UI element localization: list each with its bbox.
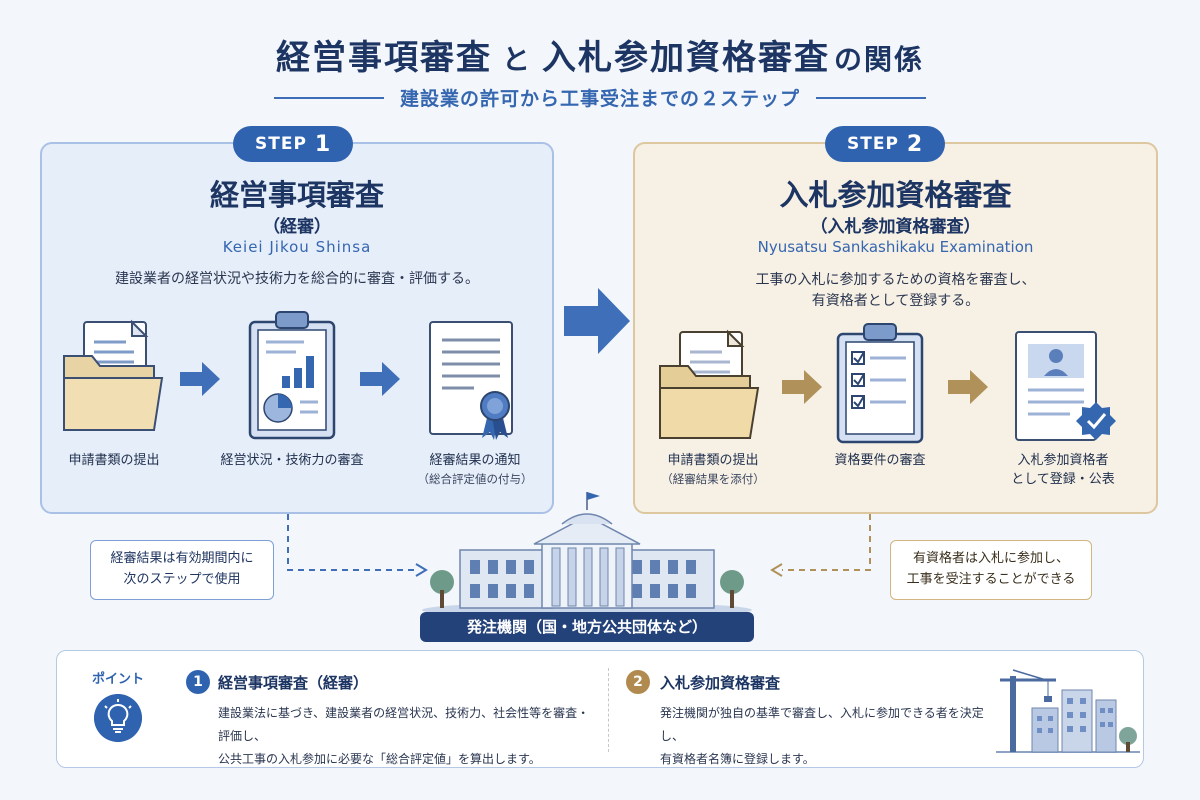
point-2-title: 入札参加資格審査 <box>660 674 781 692</box>
step1-romaji: Keiei Jikou Shinsa <box>222 238 372 256</box>
clipboard-chart-icon <box>248 311 336 440</box>
left-dashed-connector <box>287 514 428 577</box>
step1-flow-1-label: 申請書類の提出 <box>68 453 160 468</box>
step1-description: 建設業者の経営状況や技術力を総合的に審査・評価する。 <box>115 271 479 287</box>
step2-badge: STEP 2 <box>825 126 946 162</box>
point-2-number: 2 <box>626 670 650 694</box>
step2-description: 工事の入札に参加するための資格を審査し、 有資格者として登録する。 <box>633 270 1158 312</box>
step1-arrow-2-icon <box>360 362 400 396</box>
title-part-c: の関係 <box>834 43 925 76</box>
step1-flow-3: 経審結果の通知 （総合評定値の付与） <box>400 452 550 488</box>
agency-label: 発注機関（国・地方公共団体など） <box>420 612 754 642</box>
step2-flow-1-sub: （経審結果を添付） <box>661 471 765 486</box>
page-subtitle: 建設業の許可から工事受注までの２ステップ <box>399 88 800 110</box>
point-2-line1: 発注機関が独自の基準で審査し、入札に参加できる者を決定し、 <box>660 706 984 743</box>
subtitle-rule-left <box>273 96 384 99</box>
left-note: 経審結果は有効期間内に 次のステップで使用 <box>90 540 274 600</box>
step1-badge-text: STEP <box>255 134 307 154</box>
folder-document-icon-2 <box>659 329 760 439</box>
step2-description-line2: 有資格者として登録する。 <box>811 293 980 309</box>
step1-flow-2-label: 経営状況・技術力の審査 <box>220 453 364 468</box>
title-part-b: 入札参加資格審査 <box>542 38 830 78</box>
left-note-line1: 経審結果は有効期間内に <box>110 551 254 566</box>
point-1-number: 1 <box>186 670 210 694</box>
step2-flow-1: 申請書類の提出 （経審結果を添付） <box>648 452 778 488</box>
left-note-line2: 次のステップで使用 <box>123 571 241 587</box>
step2-flow-1-label: 申請書類の提出 <box>667 453 759 468</box>
clipboard-checklist-icon <box>836 323 924 444</box>
step2-description-line1: 工事の入札に参加するための資格を審査し、 <box>755 272 1036 288</box>
subtitle-row: 建設業の許可から工事受注までの２ステップ <box>0 84 1200 111</box>
right-note: 有資格者は入札に参加し、 工事を受注することができる <box>890 540 1092 600</box>
step2-arrow-2-icon <box>948 370 988 404</box>
step-transition-arrow-icon <box>564 288 630 354</box>
point-2-text: 発注機関が独自の基準で審査し、入札に参加できる者を決定し、 有資格者名簿に登録し… <box>660 702 990 770</box>
step1-flow-3-sub: （総合評定値の付与） <box>417 471 533 486</box>
lightbulb-icon <box>94 694 142 742</box>
points-divider <box>608 668 609 752</box>
points-label: ポイント <box>92 672 145 687</box>
points-box <box>56 650 1144 768</box>
step2-badge-text: STEP <box>847 134 899 154</box>
step2-flow-2-label: 資格要件の審査 <box>834 453 926 468</box>
right-note-line2: 工事を受注することができる <box>906 571 1076 587</box>
step2-flow-3: 入札参加資格者 として登録・公表 <box>990 452 1136 490</box>
right-note-line1: 有資格者は入札に参加し、 <box>912 551 1069 566</box>
step2-flow-3-label: 入札参加資格者 <box>1017 453 1109 468</box>
folder-document-icon <box>63 319 164 431</box>
step2-badge-num: 2 <box>906 131 924 157</box>
construction-crane-icon <box>996 669 1140 753</box>
point-1-text: 建設業法に基づき、建設業者の経営状況、技術力、社会性等を審査・評価し、 公共工事… <box>218 702 598 770</box>
title-connector: と <box>501 43 532 76</box>
registration-profile-icon <box>1015 331 1116 441</box>
step1-badge-num: 1 <box>314 131 332 157</box>
step2-title: 入札参加資格審査 <box>779 178 1012 212</box>
step2-abbr: （入札参加資格審査） <box>810 217 981 237</box>
point-1-line1: 建設業法に基づき、建設業者の経営状況、技術力、社会性等を審査・評価し、 <box>218 706 590 743</box>
certificate-ribbon-icon <box>429 321 513 440</box>
step2-romaji: Nyusatsu Sankashikaku Examination <box>757 238 1034 256</box>
step2-arrow-1-icon <box>782 370 822 404</box>
title-part-a: 経営事項審査 <box>275 38 492 78</box>
step2-flow-3-sub: として登録・公表 <box>1011 471 1115 487</box>
point-1-line2: 公共工事の入札参加に必要な「総合評定値」を算出します。 <box>218 751 541 766</box>
step1-badge: STEP 1 <box>233 126 354 162</box>
page-title: 経営事項審査と入札参加資格審査の関係 <box>0 30 1200 79</box>
government-building-icon <box>422 492 752 616</box>
subtitle-rule-right <box>816 96 926 99</box>
step1-arrow-1-icon <box>180 362 220 396</box>
step1-title: 経営事項審査 <box>209 178 384 212</box>
step1-abbr: （経審） <box>263 217 331 237</box>
point-2-line2: 有資格者名簿に登録します。 <box>660 751 815 766</box>
point-1-title: 経営事項審査（経審） <box>218 674 369 692</box>
right-dashed-connector <box>770 514 871 577</box>
step1-flow-3-label: 経審結果の通知 <box>429 453 521 468</box>
